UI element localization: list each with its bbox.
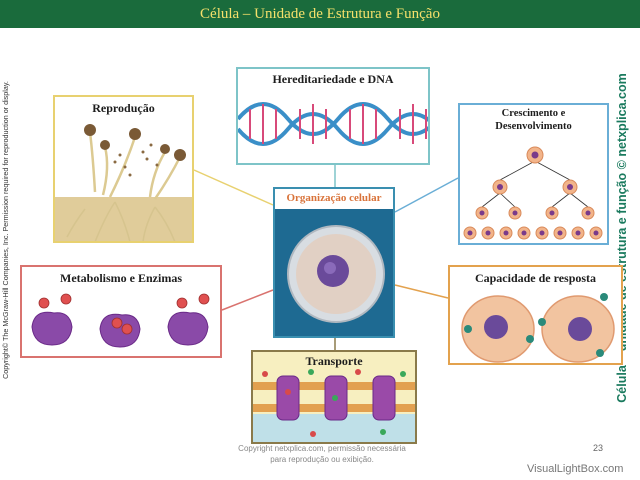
response-panel: Capacidade de resposta	[448, 265, 623, 365]
fungus-illustration	[55, 124, 192, 241]
page-number: 23	[593, 443, 604, 453]
growth-title: Crescimento e Desenvolvimento	[495, 108, 572, 132]
growth-panel: Crescimento e Desenvolvimento	[458, 103, 609, 245]
organization-title: Organização celular	[286, 192, 382, 204]
transport-title: Transporte	[305, 354, 363, 368]
membrane-illustration	[253, 369, 415, 442]
title-bar: Célula – Unidade de Estrutura e Função	[0, 0, 640, 28]
cell-division-illustration	[463, 146, 603, 240]
metabolism-title: Metabolismo e Enzimas	[60, 271, 182, 285]
reproduction-title: Reprodução	[92, 101, 155, 115]
transport-panel: Transporte	[251, 350, 417, 444]
response-illustration	[461, 293, 615, 363]
response-title: Capacidade de resposta	[474, 271, 597, 285]
cell-illustration	[287, 225, 385, 323]
footer-copyright: Copyright netxplica.com, permissão neces…	[238, 444, 406, 464]
reproduction-panel: Reprodução	[53, 95, 194, 243]
organization-title-box	[275, 189, 393, 209]
dna-illustration	[238, 102, 428, 146]
page-title: Célula – Unidade de Estrutura e Função	[200, 5, 440, 22]
heredity-panel: Hereditariedade e DNA	[236, 67, 430, 165]
heredity-title: Hereditariedade e DNA	[272, 72, 394, 86]
metabolism-panel: Metabolismo e Enzimas	[20, 265, 222, 358]
watermark[interactable]: VisualLightBox.com	[527, 463, 624, 475]
enzyme-illustration	[31, 293, 210, 348]
organization-panel: Organização celular	[273, 187, 395, 338]
